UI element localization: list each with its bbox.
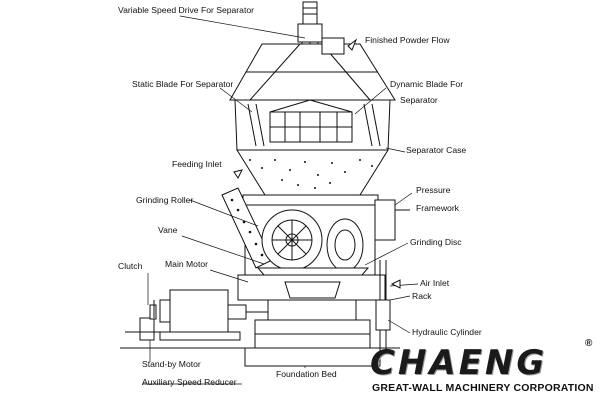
- label-standby-motor: Stand-by Motor: [142, 359, 201, 369]
- separator-case: [234, 99, 391, 196]
- label-clutch: Clutch: [118, 261, 143, 271]
- label-grinding-roller: Grinding Roller: [136, 195, 194, 205]
- label-air-inlet: Air Inlet: [420, 278, 450, 288]
- label-variable-speed-drive: Variable Speed Drive For Separator: [118, 5, 254, 15]
- label-dynamic-blade-line2: Separator: [400, 95, 438, 105]
- lower-housing: [237, 274, 386, 301]
- label-static-blade: Static Blade For Separator: [132, 79, 234, 89]
- label-vane: Vane: [158, 225, 178, 235]
- label-rack: Rack: [412, 291, 432, 301]
- label-pressure-line1: Pressure: [416, 185, 451, 195]
- label-finished-powder-flow: Finished Powder Flow: [365, 35, 450, 45]
- hydraulic-cylinder: [375, 260, 391, 350]
- gearbox: [244, 299, 381, 367]
- chaeng-logo: CHAENG: [370, 343, 548, 383]
- separator-top: [229, 37, 396, 101]
- main-motor: [159, 289, 268, 341]
- grinding-roller: [261, 209, 364, 272]
- label-hydraulic-cylinder: Hydraulic Cylinder: [412, 327, 482, 337]
- label-dynamic-blade-line1: Dynamic Blade For: [390, 79, 464, 89]
- label-feeding-inlet: Feeding Inlet: [172, 159, 222, 169]
- label-pressure-line2: Framework: [416, 203, 459, 213]
- label-separator-case: Separator Case: [406, 145, 467, 155]
- label-main-motor: Main Motor: [165, 259, 208, 269]
- label-grinding-disc: Grinding Disc: [410, 237, 462, 247]
- registered-mark: ®: [585, 338, 593, 349]
- label-foundation-bed: Foundation Bed: [276, 369, 337, 379]
- label-auxiliary-speed-reducer: Auxiliary Speed Reducer: [142, 377, 237, 387]
- company-name: GREAT-WALL MACHINERY CORPORATION: [372, 382, 594, 394]
- leader-lines: [142, 15, 419, 385]
- flow-arrows: [233, 38, 401, 289]
- standby-motor: [125, 300, 160, 341]
